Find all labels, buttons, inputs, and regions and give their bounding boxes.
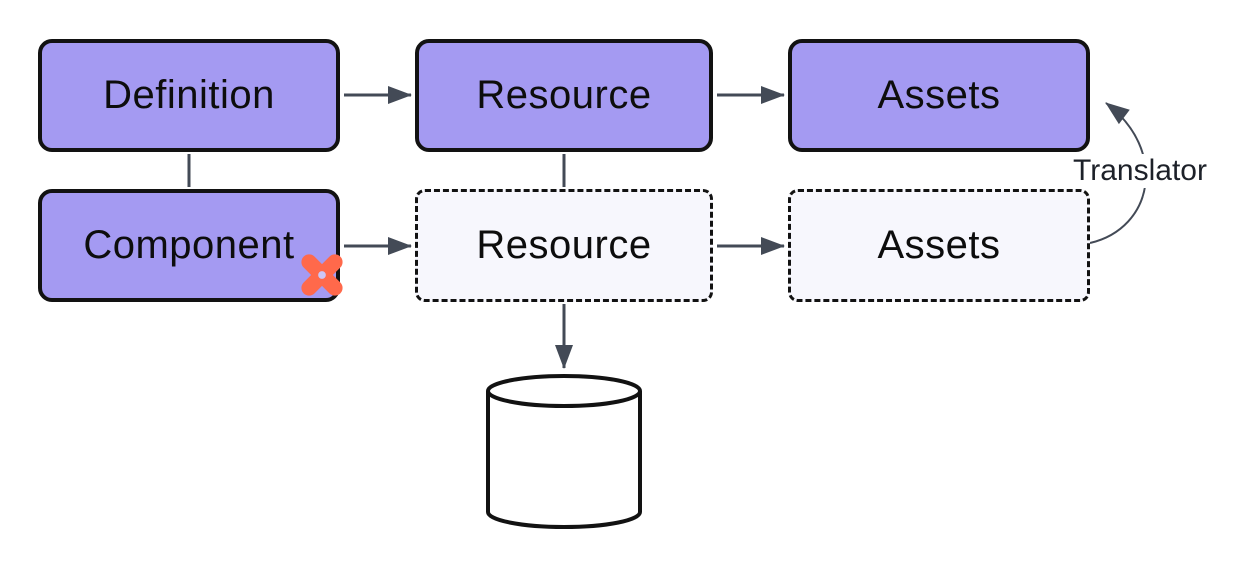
node-ghost-resource-label: Resource: [476, 223, 652, 267]
database-cylinder-icon: [486, 374, 642, 529]
node-definition: Definition: [38, 39, 340, 152]
node-assets: Assets: [788, 39, 1090, 152]
node-resource-label: Resource: [476, 73, 652, 117]
node-component: Component: [38, 189, 343, 302]
node-assets-label: Assets: [877, 73, 1001, 117]
node-ghost-resource: Resource: [415, 189, 713, 302]
node-ghost-assets: Assets: [788, 189, 1090, 302]
node-resource: Resource: [415, 39, 713, 152]
node-component-label: Component: [83, 223, 295, 267]
node-ghost-assets-label: Assets: [877, 223, 1001, 267]
node-definition-label: Definition: [103, 73, 275, 117]
dbt-logo-icon: [301, 254, 343, 296]
translator-edge-label: Translator: [1052, 154, 1228, 188]
